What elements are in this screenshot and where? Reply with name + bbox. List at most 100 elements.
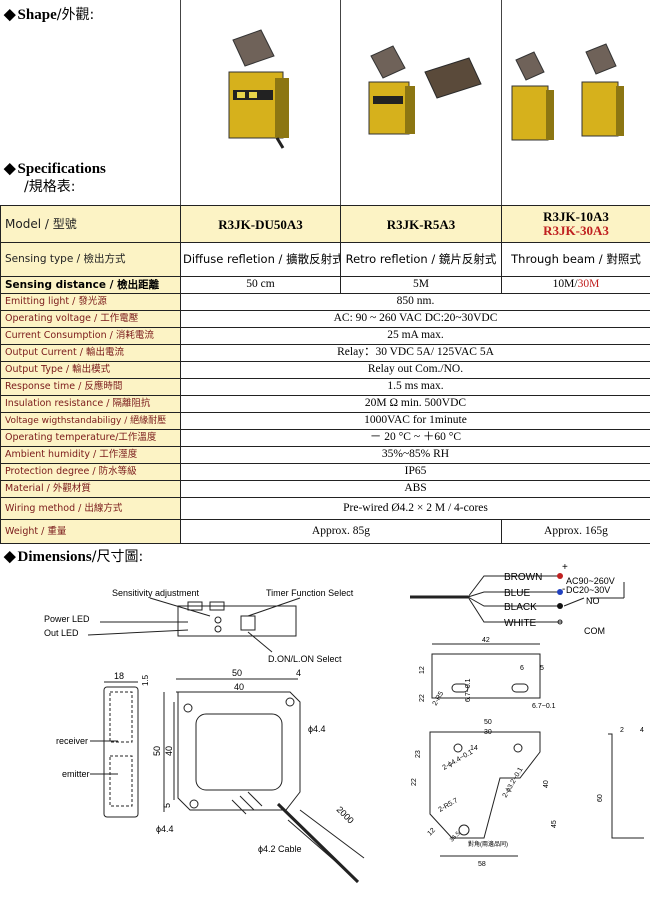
dim-2-r5-7: 2-R5.7: [438, 797, 460, 814]
table-row: Voltage wigthstandabiligy / 絕緣耐壓 1000VAC…: [0, 412, 650, 430]
blue-terminal-icon: [557, 589, 563, 595]
diamond-bullet-icon: ◆: [4, 549, 16, 565]
table-row: Sensing distance / 檢出距離 50 cm 5M 10M/30M: [0, 276, 650, 294]
dim-18: 18: [114, 671, 124, 681]
table-cell: Relay：30 VDC 5A/ 125VAC 5A: [180, 344, 650, 362]
dim-58: 58: [478, 861, 486, 868]
row-label: Emitting light / 發光源: [0, 293, 181, 311]
dim-30: 30: [484, 729, 492, 736]
table-row: Model / 型號 R3JK-DU50A3 R3JK-R5A3 R3JK-10…: [0, 205, 650, 243]
row-label: Weight / 重量: [0, 519, 181, 544]
timer-label: Timer Function Select: [266, 588, 354, 598]
row-label: Operating voltage / 工作電壓: [0, 310, 181, 328]
dim-23: 23: [415, 750, 422, 758]
table-row: Material / 外觀材質 ABS: [0, 480, 650, 498]
photo-r5a3: [340, 0, 501, 205]
row-label: Sensing type / 檢出方式: [0, 242, 181, 277]
row-label: Wiring method / 出線方式: [0, 497, 181, 520]
sensitivity-label: Sensitivity adjustment: [112, 588, 200, 598]
cable-label: ϕ4.2 Cable: [258, 844, 302, 854]
table-cell: Approx. 85g: [180, 519, 502, 544]
row-label: Voltage wigthstandabiligy / 絕緣耐壓: [0, 412, 181, 430]
dim-14: 14: [470, 745, 478, 752]
blue-label: BLUE: [504, 588, 530, 599]
diamond-bullet-icon: ◆: [4, 7, 16, 23]
dc-label: DC20~30V: [566, 585, 610, 595]
dim-12: 12: [419, 666, 426, 674]
dim-22-top: 22: [419, 694, 426, 702]
dim-1-5: 1.5: [141, 674, 150, 686]
don-lon-label: D.ON/L.ON Select: [268, 654, 342, 664]
table-row: Sensing type / 檢出方式 Diffuse refletion / …: [0, 242, 650, 277]
dim-22-front: 22: [411, 778, 418, 786]
row-label: Output Type / 輸出模式: [0, 361, 181, 379]
emitter-label: emitter: [62, 769, 90, 779]
table-cell: AC: 90 ~ 260 VAC DC:20~30VDC: [180, 310, 650, 328]
model-du50a3: R3JK-DU50A3: [180, 205, 341, 243]
dim-5: 5: [162, 803, 172, 808]
row-label: Current Consumption / 消耗電流: [0, 327, 181, 345]
table-cell: － 20 °C ~ ＋60 °C: [180, 429, 650, 447]
dim-50-side: 50: [152, 746, 162, 756]
receiver-label: receiver: [56, 736, 88, 746]
table-row: Output Current / 輸出電流 Relay：30 VDC 5A/ 1…: [0, 344, 650, 362]
bracket-note: 對角(兩邊品同): [468, 840, 508, 848]
table-cell: 35%~85% RH: [180, 446, 650, 464]
ac-label: AC90~260V: [566, 576, 615, 586]
table-cell: 20M Ω min. 500VDC: [180, 395, 650, 413]
dim-5b: 5: [540, 665, 544, 672]
row-label: Response time / 反應時間: [0, 378, 181, 396]
table-cell: Retro refletion / 鏡片反射式: [340, 242, 502, 277]
com-label: COM: [584, 626, 605, 636]
table-row: Protection degree / 防水等級 IP65: [0, 463, 650, 481]
sensor-photo-icon: [228, 29, 289, 149]
dim-6: 6: [520, 665, 524, 672]
row-label: Material / 外觀材質: [0, 480, 181, 498]
dim-4: 4: [296, 668, 301, 678]
dimensions-section: ◆Dimensions/尺寸圖:: [0, 542, 650, 900]
specifications-heading: ◆Specifications /規格表:: [4, 161, 106, 195]
dimension-drawing: Sensitivity adjustment Timer Function Se…: [44, 562, 644, 884]
black-terminal-icon: [557, 603, 563, 609]
row-label: Operating temperature/工作溫度: [0, 429, 181, 447]
dim-phi-4-4-b: ϕ4.4: [156, 824, 174, 834]
dim-40-top: 40: [234, 682, 244, 692]
table-row: Output Type / 輸出模式 Relay out Com./NO.: [0, 361, 650, 379]
dim-60: 60: [597, 794, 604, 802]
table-cell: 1.5 ms max.: [180, 378, 650, 396]
dimensions-heading: ◆Dimensions/尺寸圖:: [4, 549, 144, 565]
table-cell: 1000VAC for 1minute: [180, 412, 650, 430]
table-cell: 850 nm.: [180, 293, 650, 311]
dim-45: 45: [551, 820, 558, 828]
brown-label: BROWN: [504, 572, 542, 583]
row-label: Ambient humidity / 工作溼度: [0, 446, 181, 464]
table-row: Insulation resistance / 隔離阻抗 20M Ω min. …: [0, 395, 650, 413]
model-r5a3: R3JK-R5A3: [340, 205, 502, 243]
table-row: Operating voltage / 工作電壓 AC: 90 ~ 260 VA…: [0, 310, 650, 328]
dim-phi-4-4-a: ϕ4.4: [308, 724, 326, 734]
table-row: Emitting light / 發光源 850 nm.: [0, 293, 650, 311]
dim-36-5: 36.5: [449, 830, 462, 843]
table-cell: Through beam / 對照式: [501, 242, 650, 277]
dim-50-top: 50: [232, 668, 242, 678]
table-row: Wiring method / 出線方式 Pre-wired Ø4.2 × 2 …: [0, 497, 650, 520]
out-led-label: Out LED: [44, 628, 79, 638]
table-cell: Pre-wired Ø4.2 × 2 M / 4-cores: [180, 497, 650, 520]
shape-section: ◆Shape/外觀: ◆Specifications /規格表:: [0, 0, 650, 205]
table-cell: 10M/30M: [501, 276, 650, 294]
brown-terminal-icon: [557, 573, 563, 579]
dim-2-phi-3-2: 2-ϕ3.2~0.1: [502, 766, 525, 799]
photo-10a3: [501, 0, 650, 205]
row-label: Insulation resistance / 隔離阻抗: [0, 395, 181, 413]
table-row: Weight / 重量 Approx. 85g Approx. 165g: [0, 519, 650, 544]
dim-50-bracket: 50: [484, 719, 492, 726]
no-label: NO: [586, 596, 600, 606]
through-beam-photo-icon: [511, 43, 624, 141]
table-cell: Approx. 165g: [501, 519, 650, 544]
dim-12-bottom: 12: [426, 827, 437, 838]
table-cell: 50 cm: [180, 276, 341, 294]
table-row: Response time / 反應時間 1.5 ms max.: [0, 378, 650, 396]
minus-label: -: [562, 584, 565, 595]
row-label: Output Current / 輸出電流: [0, 344, 181, 362]
